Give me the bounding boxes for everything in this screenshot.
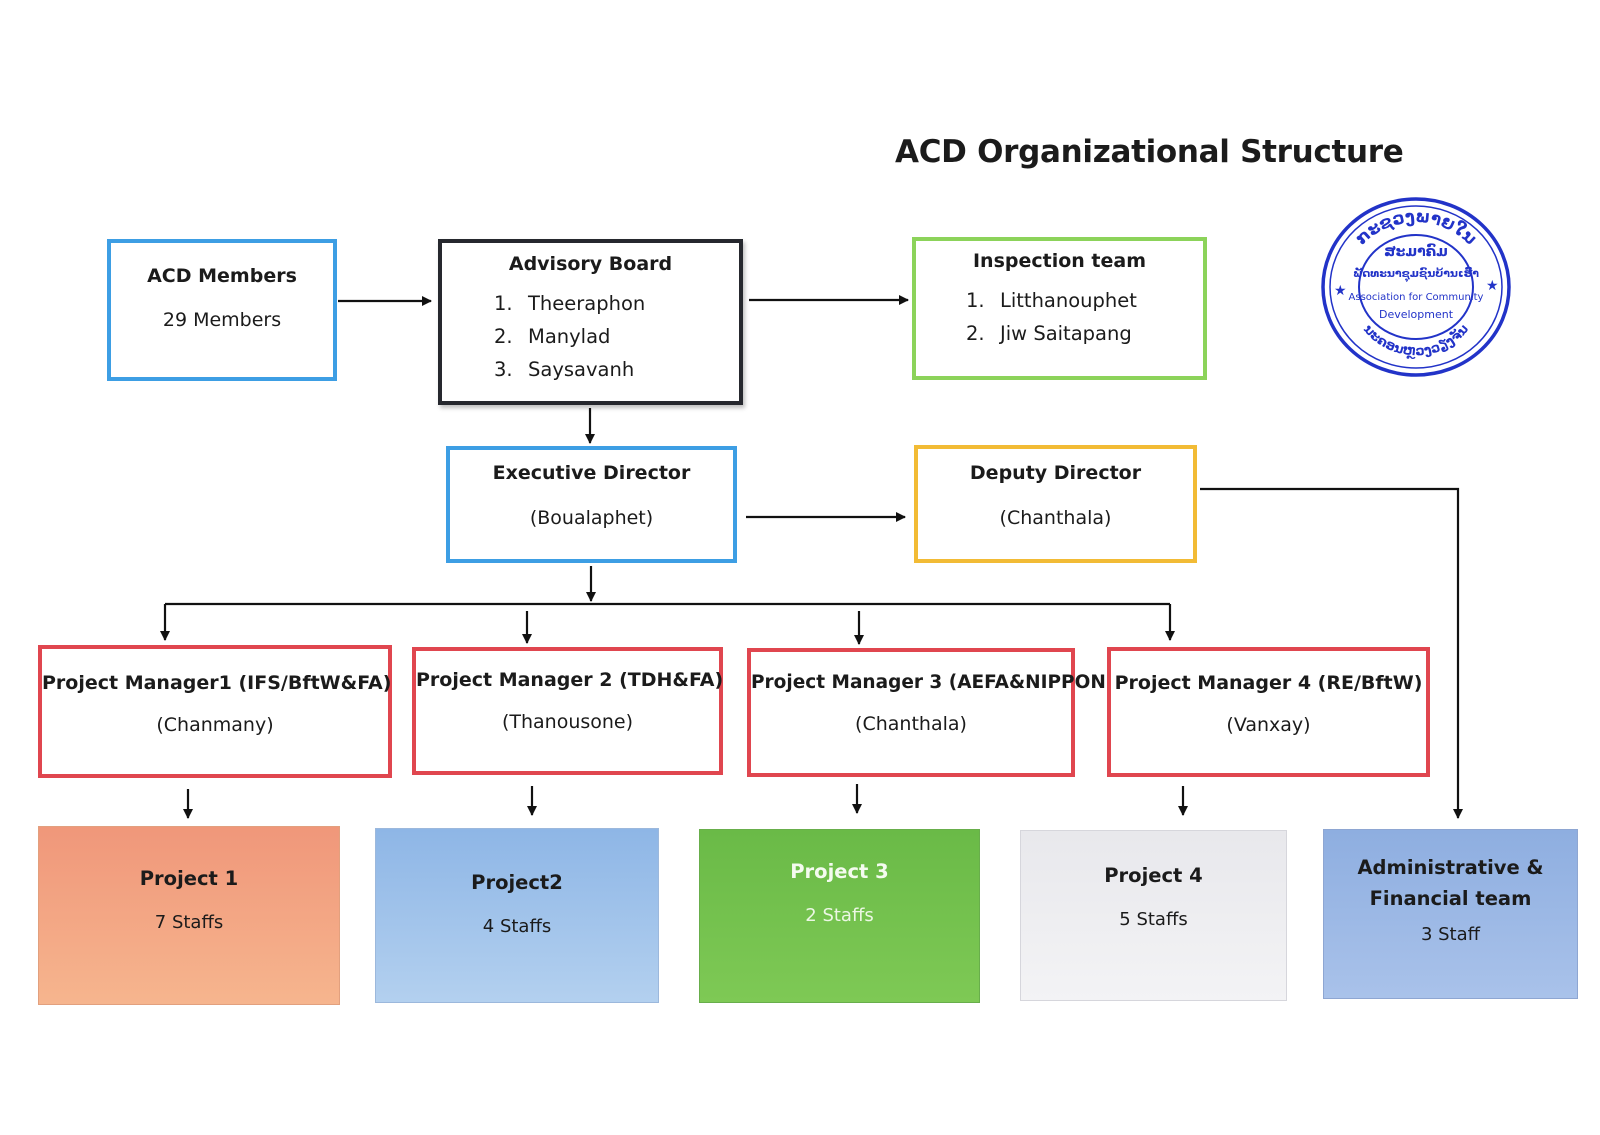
organization-seal-stamp: ກະຊວງພາຍໃນ ນະຄອນຫຼວງວຽງຈັນ ★ ★ ສະມາຄົມ ພ… bbox=[1321, 197, 1511, 377]
project-3-title: Project 3 bbox=[790, 860, 889, 883]
svg-text:ນະຄອນຫຼວງວຽງຈັນ: ນະຄອນຫຼວງວຽງຈັນ bbox=[1360, 322, 1472, 359]
acd-members-box: ACD Members 29 Members bbox=[107, 239, 337, 381]
project-manager-2-box: Project Manager 2 (TDH&FA) (Thanousone) bbox=[412, 647, 723, 775]
page-title: ACD Organizational Structure bbox=[895, 134, 1404, 170]
acd-members-count: 29 Members bbox=[162, 309, 282, 331]
project-1-staff: 7 Staffs bbox=[154, 912, 224, 933]
project-1-title: Project 1 bbox=[139, 867, 239, 890]
project-manager-1-name: (Chanmany) bbox=[156, 714, 274, 736]
project-manager-4-name: (Vanxay) bbox=[1226, 714, 1311, 736]
svg-text:Development: Development bbox=[1379, 308, 1454, 321]
project-manager-4-title: Project Manager 4 (RE/BftW) bbox=[1114, 672, 1423, 694]
deputy-director-title: Deputy Director bbox=[969, 462, 1142, 484]
inspection-team-title: Inspection team bbox=[972, 250, 1147, 272]
deputy-director-name: (Chanthala) bbox=[999, 507, 1112, 529]
project-2-title: Project2 bbox=[471, 871, 563, 894]
inspection-team-box: Inspection team 1.Litthanouphet 2.Jiw Sa… bbox=[912, 237, 1207, 380]
list-item: 2.Jiw Saitapang bbox=[966, 322, 1132, 345]
project-manager-3-title: Project Manager 3 (AEFA&NIPPON) bbox=[751, 672, 1115, 693]
project-manager-4-box: Project Manager 4 (RE/BftW) (Vanxay) bbox=[1107, 647, 1430, 777]
svg-text:★: ★ bbox=[1334, 283, 1347, 299]
project-manager-2-title: Project Manager 2 (TDH&FA) bbox=[416, 669, 724, 691]
project-manager-1-box: Project Manager1 (IFS/BftW&FA) (Chanmany… bbox=[38, 645, 392, 778]
project-3-staff: 2 Staffs bbox=[805, 905, 874, 926]
executive-director-name: (Boualaphet) bbox=[529, 507, 654, 529]
list-item: 2.Manylad bbox=[494, 325, 611, 348]
list-item: 3.Saysavanh bbox=[494, 358, 635, 381]
project-2-staff: 4 Staffs bbox=[482, 916, 552, 937]
admin-financial-team-title-line2: Financial team bbox=[1369, 887, 1532, 910]
project-manager-3-box: Project Manager 3 (AEFA&NIPPON) (Chantha… bbox=[747, 648, 1115, 777]
project-4-staff: 5 Staffs bbox=[1119, 909, 1188, 930]
project-1-box: Project 1 7 Staffs bbox=[38, 826, 340, 1005]
svg-text:Association for Community: Association for Community bbox=[1349, 292, 1484, 303]
project-2-box: Project2 4 Staffs bbox=[375, 828, 659, 1003]
list-item: 1.Litthanouphet bbox=[966, 289, 1137, 312]
advisory-board-box: Advisory Board 1.Theeraphon 2.Manylad 3.… bbox=[438, 239, 743, 405]
executive-director-box: Executive Director (Boualaphet) bbox=[446, 446, 737, 563]
arrow-deputy-to-admin bbox=[1200, 487, 1463, 819]
inspection-team-list: 1.Litthanouphet 2.Jiw Saitapang bbox=[966, 284, 1203, 350]
acd-members-title: ACD Members bbox=[147, 265, 297, 287]
project-manager-3-name: (Chanthala) bbox=[855, 713, 967, 735]
svg-text:ສະມາຄົມ: ສະມາຄົມ bbox=[1384, 243, 1448, 260]
svg-text:ພັດທະນາຊຸມຊົນບ້ານເຮົາ: ພັດທະນາຊຸມຊົນບ້ານເຮົາ bbox=[1353, 266, 1479, 283]
project-3-box: Project 3 2 Staffs bbox=[699, 829, 980, 1003]
project-manager-2-name: (Thanousone) bbox=[501, 711, 634, 733]
svg-text:ກະຊວງພາຍໃນ: ກະຊວງພາຍໃນ bbox=[1352, 207, 1481, 249]
admin-financial-team-title-line1: Administrative & bbox=[1357, 856, 1544, 879]
advisory-board-title: Advisory Board bbox=[508, 253, 673, 275]
admin-financial-team-box: Administrative & Financial team 3 Staff bbox=[1323, 829, 1578, 999]
svg-text:★: ★ bbox=[1486, 278, 1499, 294]
executive-director-title: Executive Director bbox=[492, 462, 691, 484]
list-item: 1.Theeraphon bbox=[494, 292, 646, 315]
project-4-box: Project 4 5 Staffs bbox=[1020, 830, 1287, 1001]
project-manager-1-title: Project Manager1 (IFS/BftW&FA) bbox=[42, 672, 392, 694]
admin-financial-team-staff: 3 Staff bbox=[1420, 924, 1481, 945]
project-4-title: Project 4 bbox=[1104, 864, 1203, 887]
deputy-director-box: Deputy Director (Chanthala) bbox=[914, 445, 1197, 563]
advisory-board-list: 1.Theeraphon 2.Manylad 3.Saysavanh bbox=[494, 287, 739, 386]
